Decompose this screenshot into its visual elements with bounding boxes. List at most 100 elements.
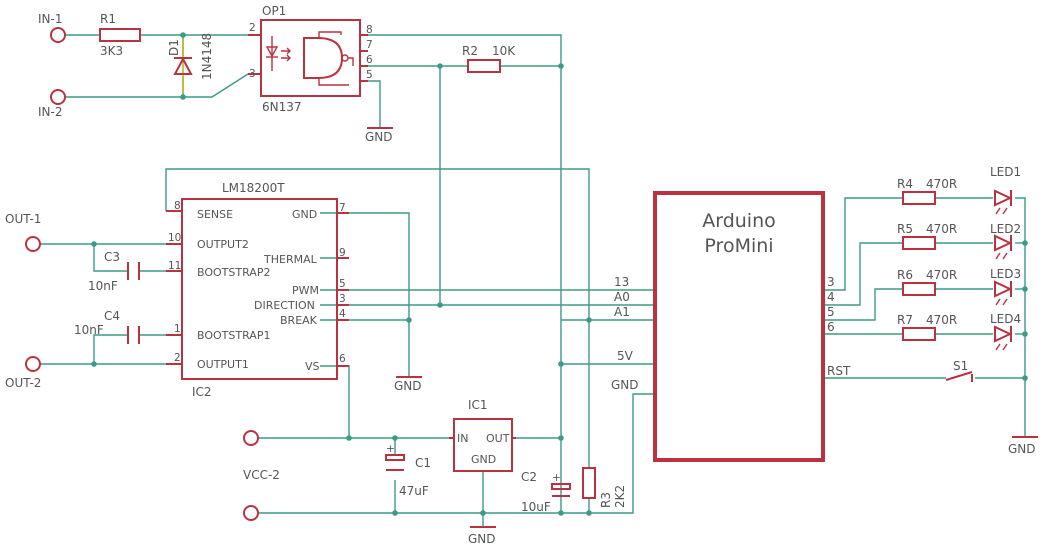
junction-dot — [586, 317, 592, 323]
r3-value: 2K2 — [613, 485, 627, 508]
r5-value: 470R — [926, 222, 957, 236]
resistor-r4[interactable]: R4 470R — [897, 177, 957, 205]
arduino-pin-a1: A1 — [614, 305, 630, 319]
arduino-pin-a0: A0 — [614, 290, 630, 304]
r2-name: R2 — [462, 44, 478, 58]
ic2-name: IC2 — [192, 385, 212, 399]
diode-d1[interactable]: D1 1N4148 — [167, 33, 214, 93]
voltage-regulator-ic1[interactable]: IC1 IN OUT GND — [449, 398, 516, 472]
op1-pin-5: 5 — [366, 69, 373, 81]
led-led3[interactable]: LED3 — [990, 267, 1021, 306]
resistor-r7[interactable]: R7 470R — [897, 313, 957, 341]
junction-dot — [392, 510, 398, 516]
r2-value: 10K — [492, 44, 516, 58]
led-led2[interactable]: LED2 — [990, 222, 1021, 260]
r1-value: 3K3 — [100, 44, 123, 58]
junction-dot — [558, 435, 564, 441]
arduino-pin-5v: 5V — [617, 349, 634, 363]
ic2-pin-num: 9 — [339, 247, 346, 259]
ic2-pin-num: 11 — [168, 260, 181, 272]
junction-dot — [437, 63, 443, 69]
optocoupler-op1[interactable]: OP1 6N137 2 3 8 7 6 5 — [248, 4, 373, 114]
terminal-vcc2-label: VCC-2 — [243, 468, 280, 482]
arduino-pin-5: 5 — [827, 305, 835, 319]
ic2-pin-num: 8 — [174, 200, 181, 212]
ic2-pin-direction: DIRECTION — [254, 299, 315, 312]
junction-dot — [480, 510, 486, 516]
led-led1[interactable]: LED1 — [990, 165, 1021, 215]
junction-dot — [180, 32, 186, 38]
arduino-pin-rst: RST — [827, 364, 851, 378]
arduino-pin-4: 4 — [827, 290, 835, 304]
terminal-in1[interactable]: IN-1 — [38, 12, 66, 43]
ic2-pin-num: 2 — [174, 352, 181, 364]
led2-label: LED2 — [990, 222, 1021, 236]
resistor-r5[interactable]: R5 470R — [897, 222, 957, 250]
ic2-pin-num: 10 — [168, 232, 181, 244]
resistor-r3[interactable]: R3 2K2 — [582, 467, 627, 508]
junction-dot — [558, 510, 564, 516]
terminal-in2-label: IN-2 — [38, 105, 62, 119]
terminal-in2[interactable]: IN-2 — [38, 89, 66, 119]
ic2-pin-sense: SENSE — [197, 208, 233, 221]
junction-dot — [437, 302, 443, 308]
led1-label: LED1 — [990, 165, 1021, 179]
arduino-promini[interactable]: Arduino ProMini 13 A0 A1 5V GND 3 4 5 6 … — [611, 191, 851, 462]
junctions — [91, 32, 1028, 516]
ic2-pin-bootstrap2: BOOTSTRAP2 — [197, 266, 270, 279]
resistor-r2[interactable]: R2 10K — [462, 44, 516, 73]
junction-dot — [1022, 375, 1028, 381]
ic2-pin-num: 1 — [174, 323, 181, 335]
svg-text:GND: GND — [365, 130, 393, 144]
resistor-r1[interactable]: R1 3K3 — [99, 12, 141, 58]
ic1-pin-in: IN — [457, 432, 468, 445]
terminal-in1-label: IN-1 — [38, 12, 62, 26]
terminal-out1[interactable]: OUT-1 — [5, 212, 41, 252]
ic2-pin-thermal: THERMAL — [263, 253, 318, 266]
motor-driver-ic2[interactable]: LM18200T IC2 8 SENSE 10 OUTPUT2 11 BOOTS… — [166, 181, 349, 399]
ic1-name: IC1 — [468, 398, 488, 412]
terminal-out2-label: OUT-2 — [5, 376, 41, 390]
r6-value: 470R — [926, 268, 957, 282]
resistor-r6[interactable]: R6 470R — [897, 268, 957, 296]
ic2-pin-num: 6 — [339, 353, 346, 365]
c2-value: 10uF — [521, 500, 551, 514]
c1-name: C1 — [415, 456, 431, 470]
junction-dot — [406, 317, 412, 323]
led-led4[interactable]: LED4 — [990, 312, 1021, 351]
arduino-title-line2: ProMini — [704, 235, 773, 257]
junction-dot — [1022, 240, 1028, 246]
r7-name: R7 — [897, 313, 913, 327]
r1-name: R1 — [100, 12, 116, 26]
switch-s1[interactable]: S1 — [945, 359, 973, 382]
op1-name: OP1 — [262, 4, 286, 18]
led4-label: LED4 — [990, 312, 1021, 326]
terminal-out2[interactable]: OUT-2 — [5, 356, 41, 390]
junction-dot — [586, 510, 592, 516]
terminal-vcc2-minus[interactable] — [243, 505, 259, 521]
terminal-out1-label: OUT-1 — [5, 212, 41, 226]
terminal-vcc2-plus[interactable] — [243, 430, 259, 446]
capacitor-c4[interactable]: C4 10nF — [74, 309, 140, 344]
junction-dot — [1022, 286, 1028, 292]
ic2-pin-output2: OUTPUT2 — [197, 238, 249, 251]
c4-value: 10nF — [74, 323, 104, 337]
op1-pin-6: 6 — [366, 54, 373, 66]
ground-symbol: GND — [1008, 436, 1038, 456]
ground-symbol: GND — [365, 127, 393, 144]
op1-pin-2: 2 — [249, 22, 256, 34]
c2-name: C2 — [521, 470, 537, 484]
arduino-title-line1: Arduino — [702, 210, 776, 232]
r7-value: 470R — [926, 313, 957, 327]
capacitor-c3[interactable]: C3 10nF — [88, 250, 140, 293]
ic1-pin-gnd: GND — [471, 453, 496, 466]
junction-dot — [1022, 331, 1028, 337]
junction-dot — [91, 241, 97, 247]
svg-text:+: + — [552, 472, 561, 484]
capacitor-c2[interactable]: + C2 10uF — [521, 470, 571, 514]
op1-pin-8: 8 — [366, 24, 373, 36]
d1-value: 1N4148 — [200, 33, 214, 80]
svg-text:+: + — [386, 443, 395, 455]
capacitor-c1[interactable]: + C1 47uF — [385, 443, 431, 498]
